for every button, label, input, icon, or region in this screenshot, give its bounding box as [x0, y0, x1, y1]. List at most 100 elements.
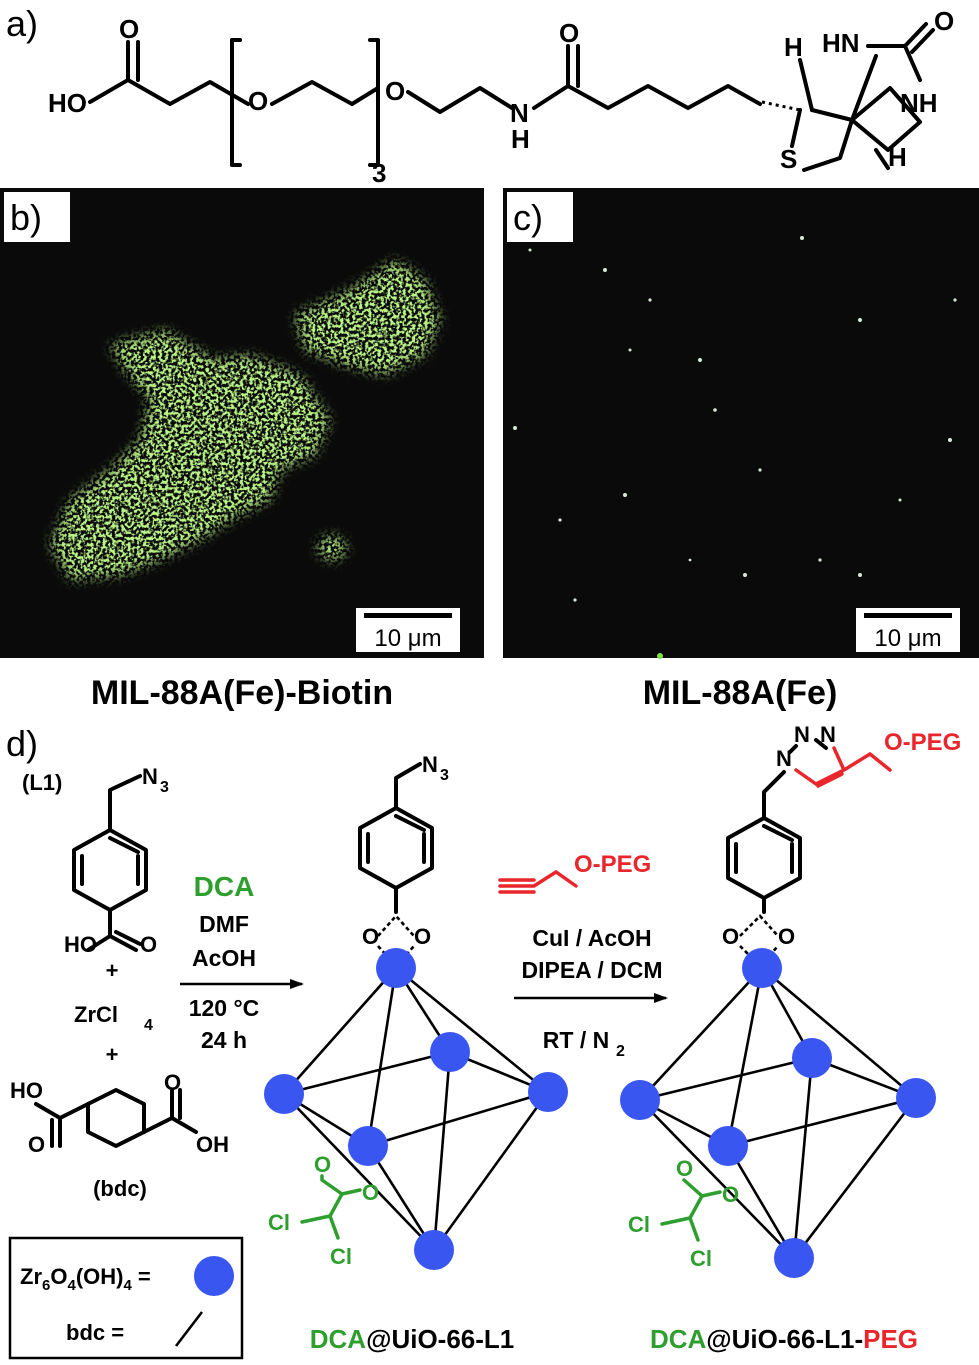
triazole-n3: N — [820, 722, 836, 747]
biotin-peg-molecule: HO O O 3 O N H O S H — [48, 6, 954, 188]
triazole-bonds — [788, 738, 828, 754]
green-spot — [657, 653, 663, 659]
cond2-line3: RT / N — [543, 1027, 609, 1053]
bond-peg-unit — [270, 80, 354, 106]
bond-carboxyl-l1 — [86, 908, 142, 952]
dca-modulator-right: O O Cl Cl — [628, 1156, 739, 1271]
atom-h-top: H — [784, 32, 803, 62]
atom-right-o1: O — [722, 924, 739, 949]
bond-chain-2 — [406, 86, 514, 114]
atom-o-carbonyl: O — [119, 14, 139, 44]
benzene-ring-right — [726, 816, 802, 900]
legend-bdc-line — [174, 1311, 204, 1347]
zr-cluster-node — [528, 1072, 568, 1112]
atom-bdc-o2: O — [164, 1070, 181, 1095]
atom-mid-o2: O — [414, 924, 431, 949]
scale-bar-b — [364, 613, 452, 618]
triazole-n2: N — [794, 722, 810, 747]
panel-c-label: c) — [513, 197, 543, 238]
caption-b: MIL-88A(Fe)-Biotin — [91, 674, 393, 712]
atom-ho-acid: HO — [64, 932, 97, 957]
dca-o2-right: O — [722, 1182, 739, 1207]
zr-cluster-node — [708, 1126, 748, 1166]
zr-cluster-node — [430, 1032, 470, 1072]
legend-bdc: bdc = — [66, 1320, 124, 1345]
bracket-right — [368, 38, 380, 167]
bond-acid — [88, 40, 130, 104]
atom-o-amide: O — [559, 18, 579, 48]
name-right: DCA@UiO-66-L1-PEG — [650, 1324, 918, 1354]
reaction-conditions-2: O-PEG CuI / AcOH DIPEA / DCM RT / N 2 — [498, 851, 668, 1060]
atom-o-acid: O — [140, 932, 157, 957]
cond1-solvent-dmf: DMF — [199, 911, 249, 937]
scale-bar-c — [864, 613, 952, 618]
atom-n3-sub: 3 — [160, 779, 169, 796]
octahedron-right — [620, 948, 936, 1278]
octahedron-mid — [264, 948, 568, 1270]
panel-b-label: b) — [10, 197, 42, 238]
cond1-solvent-acoh: AcOH — [192, 945, 256, 971]
panel-b: b) 10 μm MIL-88A(Fe)-Biotin — [0, 188, 484, 712]
zr-cluster-node — [348, 1126, 388, 1166]
cond2-line3-sub: 2 — [616, 1043, 625, 1060]
fluorescent-crystals — [0, 188, 484, 658]
atom-o-urea: O — [934, 6, 954, 36]
legend-box — [8, 1236, 244, 1360]
reagent-zrcl4-sub: 4 — [144, 1017, 153, 1034]
atom-n3: N — [142, 764, 158, 789]
bracket-left — [230, 38, 242, 167]
panel-c-label-box — [507, 192, 573, 242]
dca-cl2: Cl — [330, 1244, 352, 1269]
legend-zr-node — [194, 1256, 234, 1296]
atom-mid-n3-sub: 3 — [440, 767, 449, 784]
atom-ho: HO — [48, 88, 87, 118]
bond-ch2-n3 — [108, 774, 142, 832]
dca-o1: O — [314, 1152, 331, 1177]
mof-dca-uio-66-l1: N 3 O O O O Cl Cl — [264, 752, 568, 1270]
bond-chain-3 — [566, 84, 762, 110]
dca-cl1-right: Cl — [628, 1212, 650, 1237]
subscript-3: 3 — [372, 158, 386, 188]
cond1-time: 24 h — [201, 1027, 247, 1053]
cond2-line1: CuI / AcOH — [532, 925, 651, 951]
benzene-ring-mid — [358, 806, 434, 890]
atom-o-ether: O — [385, 76, 405, 106]
atom-bdc-ho: HO — [10, 1078, 43, 1103]
sparse-particles — [513, 236, 957, 602]
scale-bar-label-c: 10 μm — [874, 625, 941, 652]
atom-s: S — [780, 144, 797, 174]
zr-cluster-node — [376, 948, 416, 988]
label-l1: (L1) — [22, 770, 62, 795]
atom-nh-right: NH — [900, 88, 938, 118]
dca-modulator-mid: O O Cl Cl — [268, 1152, 379, 1269]
cond1-dca: DCA — [194, 871, 255, 902]
atom-n-amide: N — [510, 98, 529, 128]
bond-mid-ch2 — [394, 762, 422, 810]
reagent-zrcl4: ZrCl — [74, 1002, 118, 1027]
bond-bdc-ring — [58, 1102, 174, 1134]
panel-d: d) (L1) N 3 HO O + ZrCl 4 + HO O O OH — [6, 722, 961, 1360]
panel-a: a) HO O O 3 O N H O S — [6, 3, 954, 188]
panel-d-label: d) — [6, 723, 38, 764]
bond-right-ch2 — [762, 770, 786, 820]
caption-c: MIL-88A(Fe) — [643, 674, 838, 712]
cond1-temperature: 120 °C — [189, 995, 260, 1021]
atom-mid-o1: O — [362, 924, 379, 949]
bond-h-bottom — [874, 148, 890, 170]
plus-2: + — [106, 1042, 119, 1067]
zr-cluster-node — [620, 1080, 660, 1120]
atom-mid-n3: N — [422, 752, 438, 777]
mof-dca-uio-66-l1-peg: N N N O-PEG O O O O — [620, 722, 961, 1278]
zr-cluster-node — [774, 1238, 814, 1278]
label-bdc: (bdc) — [93, 1176, 147, 1201]
atom-h-amide: H — [511, 124, 530, 154]
legend: Zr6O4(OH)4 = bdc = — [8, 1236, 244, 1360]
benzene-double-bonds — [80, 836, 140, 886]
benzene-double-mid — [366, 814, 426, 864]
reaction-conditions-1: DCA DMF AcOH 120 °C 24 h — [180, 871, 304, 1053]
atom-bdc-o1: O — [28, 1132, 45, 1157]
linker-bdc: HO O O OH (bdc) — [10, 1070, 229, 1201]
legend-zr: Zr6O4(OH)4 = — [20, 1264, 151, 1294]
atom-o-peg: O — [248, 86, 268, 116]
